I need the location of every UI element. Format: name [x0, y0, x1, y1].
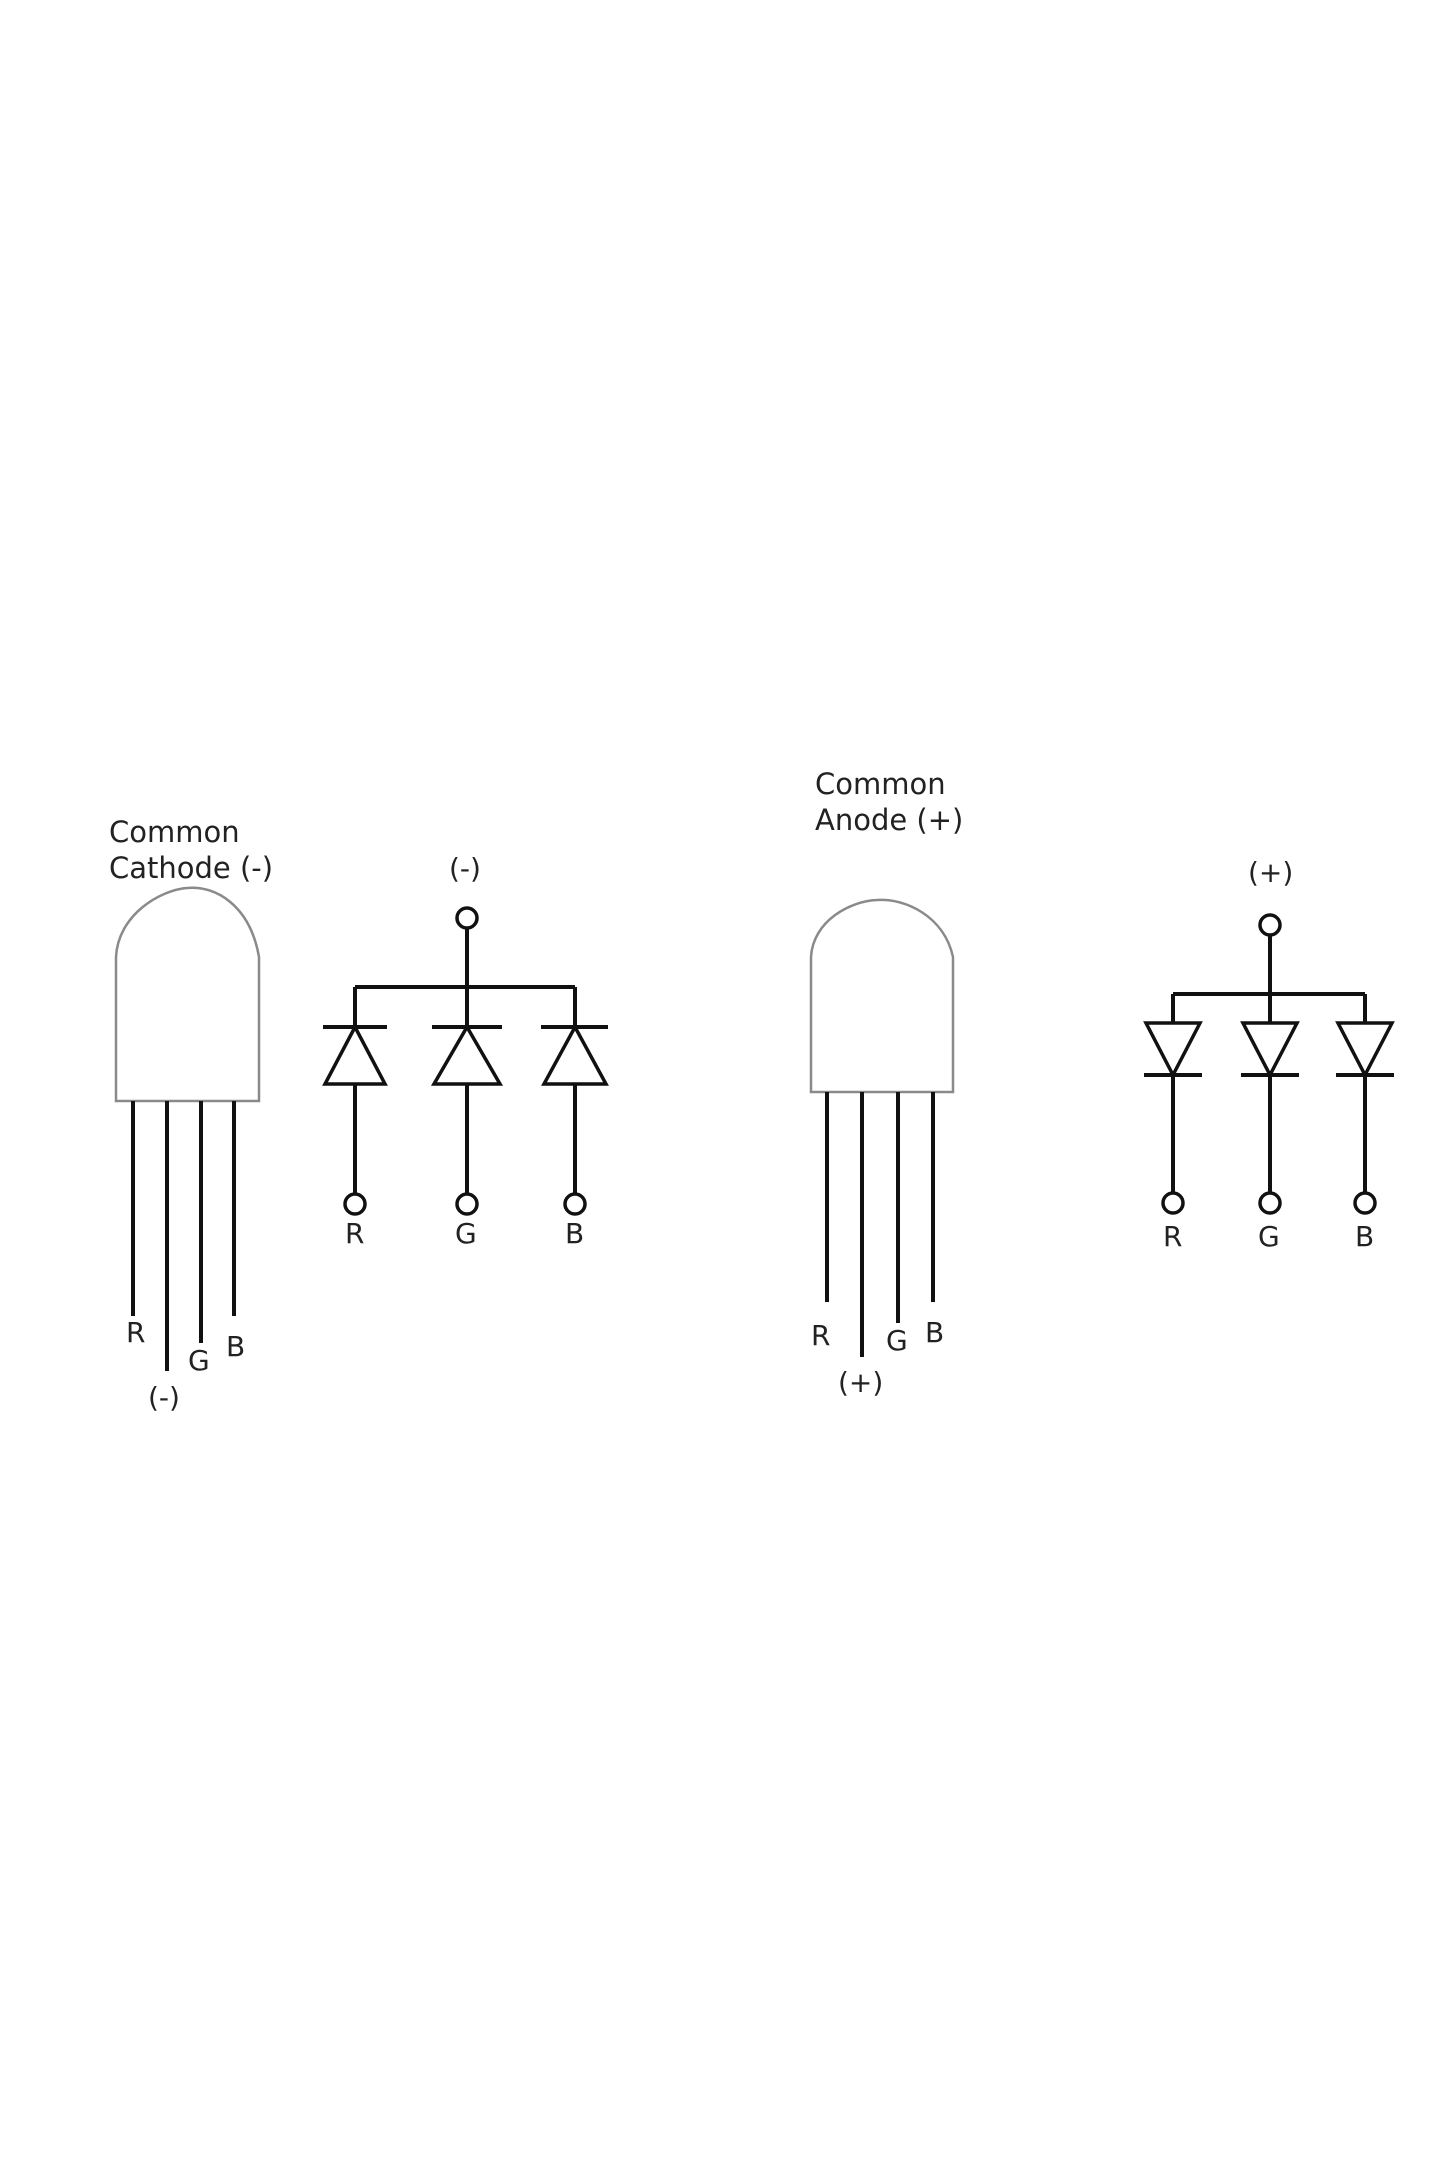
anode-schematic-label-g: G: [1258, 1220, 1280, 1253]
anode-schematic-label-r: R: [1163, 1220, 1182, 1253]
anode-schematic-common-label: (+): [1248, 856, 1293, 889]
terminal-common: [1258, 913, 1282, 937]
terminal-r: [1161, 1191, 1185, 1215]
terminal-g: [455, 1192, 479, 1216]
diode-r: [1143, 994, 1203, 1195]
cathode-schematic: (-) R G B: [322, 852, 609, 1250]
terminal-g: [1258, 1191, 1282, 1215]
anode-led-leads: [825, 1092, 935, 1357]
anode-schematic: (+) R G B: [1143, 856, 1395, 1253]
cathode-pin-label-common: (-): [148, 1381, 180, 1414]
cathode-pin-label-g: G: [188, 1344, 210, 1377]
cathode-pin-label-b: B: [226, 1330, 245, 1363]
anode-title-line1: Common: [815, 767, 946, 801]
cathode-schematic-label-b: B: [565, 1217, 584, 1250]
cathode-schematic-label-g: G: [455, 1217, 477, 1250]
anode-pin-label-g: G: [886, 1324, 908, 1357]
cathode-title-line2: Cathode (-): [109, 851, 273, 885]
anode-pin-label-r: R: [811, 1319, 830, 1352]
anode-pin-label-b: B: [925, 1316, 944, 1349]
diode-b: [541, 987, 609, 1196]
common-cathode-section: Common Cathode (-) R (-) G B (-): [109, 815, 609, 1414]
terminal-common: [455, 906, 479, 930]
anode-led-casing: [809, 898, 955, 1094]
cathode-schematic-common-label: (-): [449, 852, 481, 885]
cathode-title-line1: Common: [109, 815, 240, 849]
cathode-led-leads: [131, 1101, 236, 1371]
diode-r: [322, 987, 388, 1196]
cathode-schematic-label-r: R: [345, 1217, 364, 1250]
terminal-b: [1353, 1191, 1377, 1215]
anode-pin-label-common: (+): [838, 1366, 883, 1399]
diode-b: [1335, 994, 1395, 1195]
diode-g: [1240, 994, 1300, 1195]
terminal-b: [563, 1192, 587, 1216]
cathode-pin-label-r: R: [126, 1316, 145, 1349]
terminal-r: [343, 1192, 367, 1216]
cathode-led-body: [114, 886, 261, 1103]
diode-g: [430, 987, 504, 1196]
anode-title-line2: Anode (+): [815, 803, 963, 837]
anode-schematic-label-b: B: [1355, 1220, 1374, 1253]
common-anode-section: Common Anode (+) R (+) G B (+): [809, 767, 1395, 1399]
